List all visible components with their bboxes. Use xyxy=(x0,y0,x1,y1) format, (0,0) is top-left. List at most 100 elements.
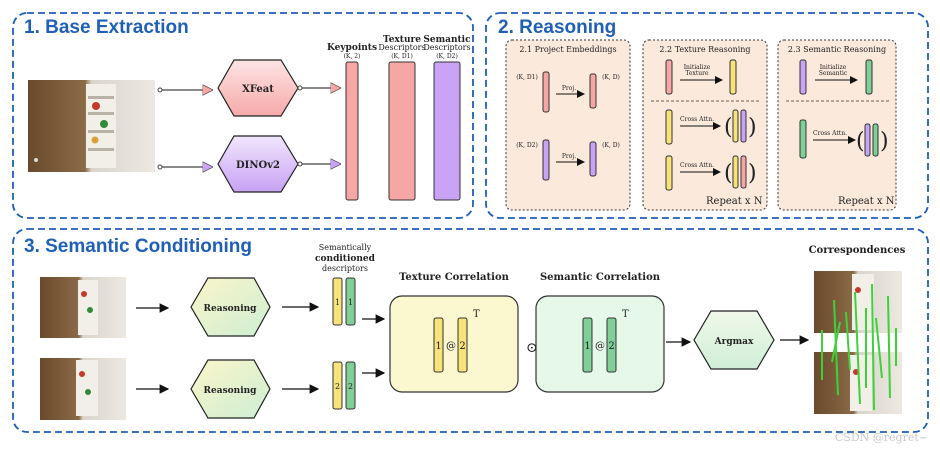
tex-cross1-close-paren: ) xyxy=(748,115,757,140)
sem-corr-bar-1-label: 1 xyxy=(584,341,590,352)
desc-2-semantic-label: 2 xyxy=(348,382,353,391)
dino-label: DINOv2 xyxy=(236,160,280,171)
section-title-semantic-conditioning: 3. Semantic Conditioning xyxy=(24,236,252,257)
keypoints-dim: (K, 2) xyxy=(344,53,361,60)
sem-corr-at: @ xyxy=(595,341,605,352)
semantic-correlation-box xyxy=(535,295,665,393)
reasoning-node-b-label: Reasoning xyxy=(204,386,258,396)
sem-cross-close-paren: ) xyxy=(880,129,889,154)
tex-cross1-label: Cross Attn. xyxy=(680,116,714,123)
desc-1-semantic-label: 1 xyxy=(348,298,353,307)
tex-cross2-label: Cross Attn. xyxy=(680,162,714,169)
tex-cross2-close-paren: ) xyxy=(748,161,757,186)
reasoning-node-a xyxy=(190,277,271,337)
cond-desc-label-2: conditioned xyxy=(315,254,376,264)
desc-2-texture-bar xyxy=(332,361,343,410)
argmax-node xyxy=(693,310,775,370)
tex-cross2-open-paren: ( xyxy=(724,161,733,186)
tex-corr-at: @ xyxy=(446,341,456,352)
tex-corr-bar-2-label: 2 xyxy=(459,341,465,352)
sem-init-label-2: Semantic xyxy=(819,70,848,77)
correspondences-title: Correspondences xyxy=(809,245,906,256)
proj-label-1: Proj. xyxy=(562,85,576,92)
hadamard-symbol: ⊙ xyxy=(526,340,538,356)
sem-cross-bar-b xyxy=(872,123,879,157)
proj-in-dim-2: (K, D2) xyxy=(516,142,538,149)
tex-corr-transpose: T xyxy=(473,309,480,320)
sem-init-label-1: Initialize xyxy=(820,64,847,71)
section-title-reasoning: 2. Reasoning xyxy=(498,17,616,38)
texture-desc-dim: (K, D1) xyxy=(391,53,413,60)
sem-corr-bar-2 xyxy=(606,317,617,373)
proj-out-bar-2 xyxy=(589,141,597,177)
argmax-label: Argmax xyxy=(714,337,754,347)
xfeat-label: XFeat xyxy=(242,84,274,95)
tex-cross2-bar-a xyxy=(732,155,739,189)
input-image xyxy=(28,80,155,172)
semantic-desc-dim: (K, D2) xyxy=(436,53,458,60)
sem-corr-bar-1 xyxy=(582,317,593,373)
desc-2-semantic-bar xyxy=(345,361,356,410)
texture-correlation-box xyxy=(389,295,519,393)
texture-desc-title2: Descriptors xyxy=(378,43,425,52)
sem-repeat-label: Repeat x N xyxy=(838,196,895,207)
keypoints-bar xyxy=(345,61,359,201)
tex-repeat-label: Repeat x N xyxy=(706,196,763,207)
desc-1-semantic-bar xyxy=(345,277,356,326)
sem-cross-in-bar xyxy=(799,119,807,159)
panel-project-embeddings xyxy=(505,39,631,211)
sem-corr-transpose: T xyxy=(622,309,629,320)
cond-desc-label-3: descriptors xyxy=(322,264,368,273)
semantic-desc-title2: Descriptors xyxy=(423,43,470,52)
proj-in-bar-1 xyxy=(542,71,550,113)
tex-cross1-bar-a xyxy=(732,109,739,143)
sem-init-in-bar xyxy=(799,59,807,95)
reasoning-node-b xyxy=(190,359,271,419)
image-a xyxy=(40,277,126,338)
tex-init-out-bar xyxy=(729,59,737,95)
semantic-desc-title: Semantic xyxy=(423,35,471,45)
desc-1-texture-label: 1 xyxy=(335,298,340,307)
panel-semantic-title: 2.3 Semantic Reasoning xyxy=(788,45,886,54)
correspondence-image-bottom xyxy=(814,352,902,414)
tex-corr-bar-1 xyxy=(433,317,444,373)
tex-init-in-bar xyxy=(665,59,673,95)
tex-init-label-1: Initialize xyxy=(684,64,711,71)
texture-desc-bar xyxy=(388,61,416,201)
sem-cross-open-paren: ( xyxy=(856,129,865,154)
section-reasoning xyxy=(485,12,929,219)
image-b xyxy=(40,358,126,420)
keypoints-title: Keypoints xyxy=(327,43,377,53)
desc-1-texture-bar xyxy=(332,277,343,326)
panel-project-title: 2.1 Project Embeddings xyxy=(519,45,616,54)
sem-corr-bar-2-label: 2 xyxy=(608,341,614,352)
tex-init-label-2: Texture xyxy=(685,70,709,77)
sem-cross-label: Cross Attn. xyxy=(813,130,847,137)
proj-in-dim-1: (K, D1) xyxy=(516,74,538,81)
sem-init-out-bar xyxy=(865,59,873,95)
proj-out-dim-1: (K, D) xyxy=(602,74,620,81)
proj-in-bar-2 xyxy=(542,139,550,181)
tex-cross1-bar-b xyxy=(740,109,747,143)
texture-correlation-title: Texture Correlation xyxy=(399,272,510,283)
reasoning-node-a-label: Reasoning xyxy=(204,304,258,314)
section-semantic-conditioning xyxy=(12,228,929,433)
semantic-correlation-title: Semantic Correlation xyxy=(540,272,661,283)
watermark: CSDN @regret~ xyxy=(835,431,928,444)
tex-corr-bar-1-label: 1 xyxy=(435,341,441,352)
correspondence-lines xyxy=(821,283,897,411)
tex-corr-bar-2 xyxy=(457,317,468,373)
cond-desc-label-1: Semantically xyxy=(319,243,372,252)
proj-label-2: Proj. xyxy=(562,153,576,160)
tex-cross1-open-paren: ( xyxy=(724,115,733,140)
sem-cross-bar-a xyxy=(864,123,871,157)
proj-out-dim-2: (K, D) xyxy=(602,142,620,149)
tex-cross2-bar-b xyxy=(740,155,747,189)
semantic-desc-bar xyxy=(433,61,461,201)
proj-out-bar-1 xyxy=(589,73,597,109)
desc-2-texture-label: 2 xyxy=(335,382,340,391)
tex-cross1-in-bar xyxy=(665,109,673,145)
tex-cross2-in-bar xyxy=(665,155,673,191)
panel-texture-title: 2.2 Texture Reasoning xyxy=(659,45,750,54)
